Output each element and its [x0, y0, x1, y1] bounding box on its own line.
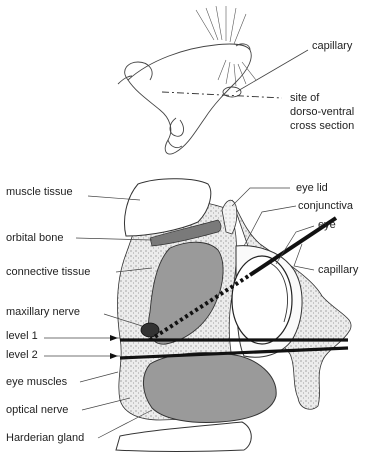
label-eye: eye	[318, 219, 336, 232]
lower-wedge-shape	[116, 422, 251, 452]
label-right-capillary: capillary	[318, 264, 358, 277]
label-optical-nerve: optical nerve	[6, 404, 68, 417]
harderian-gland-shape	[143, 353, 276, 423]
top-capillary-label: capillary	[312, 40, 352, 53]
cross-section-label-line-3: cross section	[290, 120, 354, 133]
label-eye-muscles: eye muscles	[6, 376, 67, 389]
level-2-arrow	[110, 353, 118, 359]
label-level-1: level 1	[6, 330, 38, 343]
cross-section-label-line-1: site of	[290, 92, 319, 105]
label-harderian-gland: Harderian gland	[6, 432, 84, 445]
top-capillary-pointer	[236, 50, 308, 92]
label-muscle-tissue: muscle tissue	[6, 186, 73, 199]
label-eye-lid: eye lid	[296, 182, 328, 195]
label-maxillary-nerve: maxillary nerve	[6, 306, 80, 319]
label-orbital-bone: orbital bone	[6, 232, 64, 245]
label-level-2: level 2	[6, 349, 38, 362]
cross-section-label-line-2: dorso-ventral	[290, 106, 354, 119]
label-conjunctiva: conjunctiva	[298, 200, 353, 213]
level-1-arrow	[110, 335, 118, 341]
rat-head-sketch	[118, 44, 251, 154]
label-connective-tissue: connective tissue	[6, 266, 90, 279]
